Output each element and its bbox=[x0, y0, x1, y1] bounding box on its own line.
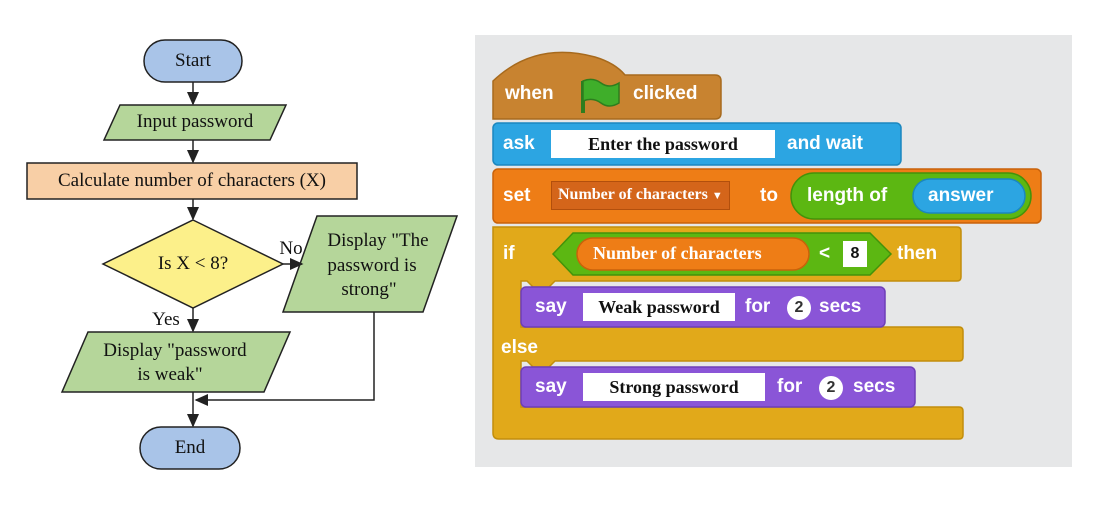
say-weak-secs-input[interactable]: 2 bbox=[787, 296, 811, 320]
no-label: No bbox=[279, 238, 303, 259]
if-else-block-shape bbox=[492, 226, 964, 440]
compare-value-input[interactable]: 8 bbox=[843, 241, 867, 267]
end-label: End bbox=[174, 437, 206, 458]
say-strong-secs-input[interactable]: 2 bbox=[819, 376, 843, 400]
scratch-block-shapes bbox=[492, 51, 1042, 440]
strong-output bbox=[281, 215, 459, 313]
length-of-label: length of bbox=[807, 185, 888, 206]
answer-reporter-shape bbox=[912, 178, 1026, 214]
say-strong-for-label: for bbox=[777, 376, 803, 397]
strong-line-3: strong" bbox=[341, 279, 397, 300]
if-label: if bbox=[503, 243, 515, 264]
say-weak-input[interactable]: Weak password bbox=[583, 293, 735, 321]
less-than-operator: < bbox=[819, 243, 831, 264]
if-variable-label: Number of characters bbox=[593, 243, 762, 263]
clicked-label: clicked bbox=[633, 83, 698, 104]
weak-output bbox=[60, 331, 292, 393]
ask-label: ask bbox=[503, 133, 535, 154]
say-strong-secs-label: secs bbox=[853, 376, 896, 397]
say-weak-for-label: for bbox=[745, 296, 771, 317]
arrow-strong-merge bbox=[194, 312, 375, 406]
else-label: else bbox=[501, 337, 538, 358]
then-label: then bbox=[897, 243, 938, 264]
and-wait-label: and wait bbox=[787, 133, 864, 154]
say-strong-label: say bbox=[535, 376, 567, 397]
input-parallelogram bbox=[102, 104, 288, 141]
decision-label: Is X < 8? bbox=[157, 253, 229, 274]
flowchart: Start Input password Calculate number of… bbox=[0, 0, 470, 509]
weak-line-1: Display "password bbox=[103, 340, 247, 361]
say-weak-label: say bbox=[535, 296, 567, 317]
to-label: to bbox=[760, 185, 778, 206]
calculate-label: Calculate number of characters (X) bbox=[58, 170, 326, 191]
dropdown-arrow-icon: ▼ bbox=[711, 190, 723, 202]
green-flag-icon[interactable] bbox=[575, 75, 625, 115]
start-label: Start bbox=[175, 50, 211, 71]
flowchart-shapes bbox=[26, 39, 459, 470]
strong-line-2: password is bbox=[327, 255, 417, 276]
answer-label[interactable]: answer bbox=[928, 185, 994, 206]
set-label: set bbox=[503, 185, 531, 206]
ask-input-field[interactable]: Enter the password bbox=[551, 130, 775, 158]
strong-line-1: Display "The bbox=[327, 230, 429, 251]
say-strong-input[interactable]: Strong password bbox=[583, 373, 765, 401]
variable-reporter-shape bbox=[576, 237, 810, 271]
when-label: when bbox=[505, 83, 554, 104]
weak-line-2: is weak" bbox=[137, 364, 203, 385]
input-label: Input password bbox=[136, 111, 254, 132]
set-variable-name: Number of characters bbox=[558, 186, 708, 203]
yes-label: Yes bbox=[152, 309, 180, 330]
set-variable-dropdown[interactable]: Number of characters ▼ bbox=[551, 181, 730, 210]
say-weak-secs-label: secs bbox=[819, 296, 862, 317]
scratch-script-area: when clicked ask Enter the password and … bbox=[475, 35, 1072, 467]
calculate-process bbox=[26, 162, 358, 200]
